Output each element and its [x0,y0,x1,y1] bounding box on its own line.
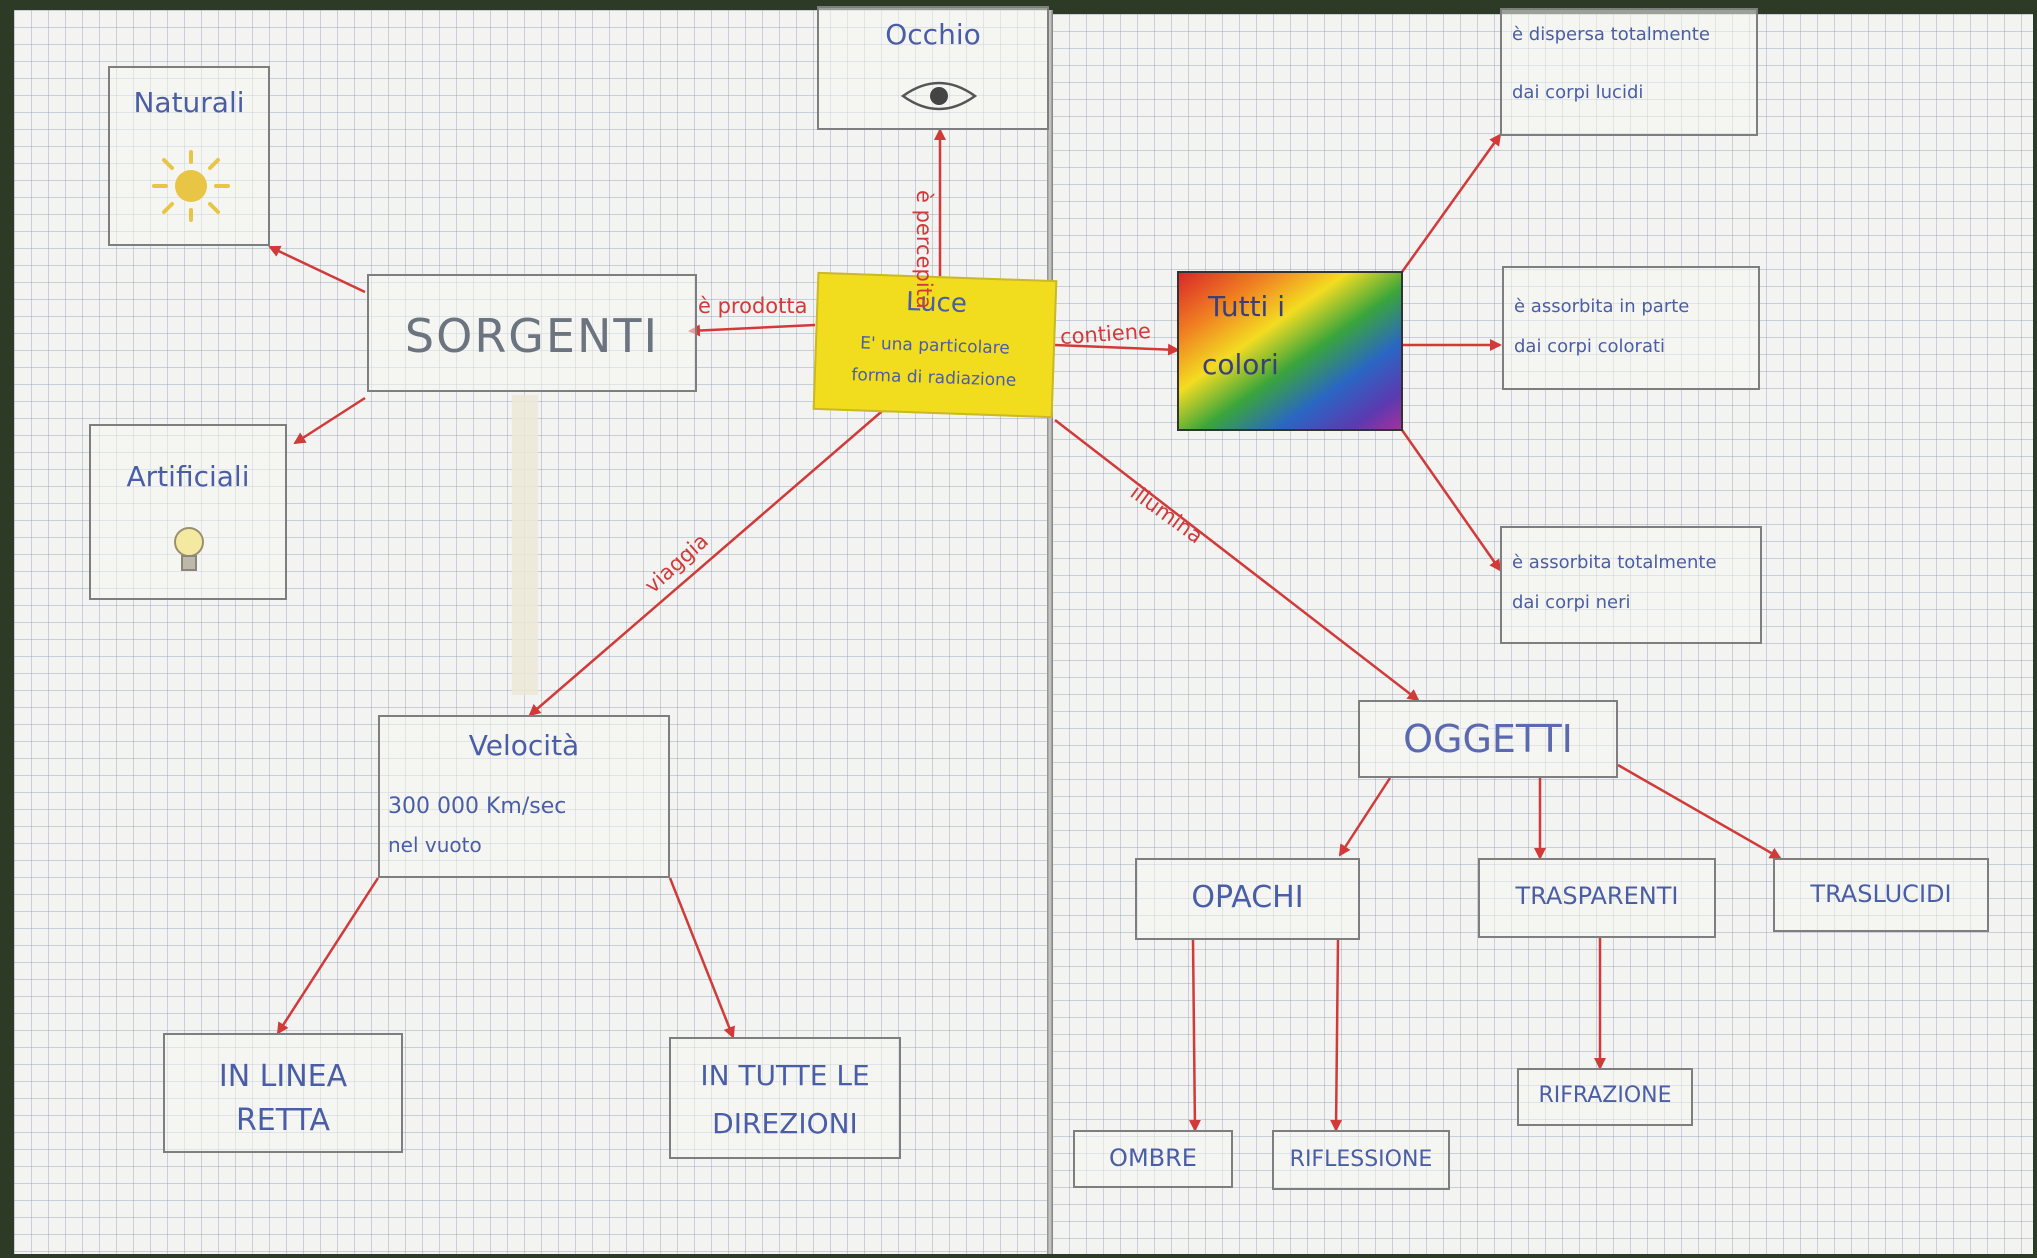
opaque-label: OPACHI [1191,880,1304,915]
arrow-sources-natural [268,245,366,294]
correction-tape-mark [512,395,538,695]
absorption-total-line2: dai corpi lucidi [1512,82,1644,103]
refraction-label: RIFRAZIONE [1538,1083,1672,1108]
right-page [1052,14,2033,1254]
absorption-full-line2: dai corpi neri [1512,592,1631,613]
reflection-label: RIFLESSIONE [1289,1147,1433,1172]
arrow-objects-opaque [1338,777,1392,857]
all-directions-line2: DIREZIONI [712,1107,858,1140]
absorption-full-box: è assorbita totalmente dai corpi neri [1500,526,1762,644]
arrow-objects-translucent [1617,763,1782,860]
light-bulb-icon [174,527,204,571]
sources-title: SORGENTI [404,309,660,363]
natural-label: Naturali [133,86,245,119]
speed-title: Velocità [468,729,580,762]
opaque-box: OPACHI [1135,858,1360,940]
arrow-opaque-reflection [1330,939,1343,1132]
translucent-label: TRASLUCIDI [1810,880,1952,908]
absorption-full-line1: è assorbita totalmente [1512,552,1717,573]
arrow-speed-straight [276,877,380,1035]
speed-box: Velocità 300 000 Km/sec nel vuoto [378,715,670,878]
notebook-spine [1047,10,1053,1254]
edge-label-perceived: è percepita [912,190,936,309]
eye-box: Occhio [817,6,1049,130]
arrow-sources-artificial [293,396,366,445]
colors-line1: Tutti i [1208,290,1286,323]
arrow-speed-all [668,877,735,1039]
rainbow-swatch [1177,271,1403,431]
straight-line2: RETTA [235,1103,331,1138]
arrow-light-colors [1054,343,1180,356]
shadow-box: OMBRE [1073,1130,1233,1188]
sun-icon [152,150,230,222]
absorption-total-line1: è dispersa totalmente [1512,24,1710,45]
refraction-box: RIFRAZIONE [1517,1068,1693,1126]
edge-label-produced: è prodotta [698,294,808,318]
translucent-box: TRASLUCIDI [1773,858,1989,932]
straight-line1: IN LINEA [218,1059,348,1094]
shadow-label: OMBRE [1109,1144,1197,1172]
arrow-light-sources [688,323,816,337]
objects-title: OGGETTI [1403,717,1573,761]
light-desc-line2: forma di radiazione [851,365,1017,391]
transparent-label: TRASPARENTI [1515,882,1679,910]
reflection-box: RIFLESSIONE [1272,1130,1450,1190]
eye-icon [900,81,978,111]
artificial-box: Artificiali [89,424,287,600]
speed-value: 300 000 Km/sec [388,794,567,819]
speed-medium: nel vuoto [388,833,482,857]
eye-label: Occhio [885,18,981,51]
artificial-label: Artificiali [126,460,250,493]
objects-box: OGGETTI [1358,700,1618,778]
all-directions-box: IN TUTTE LE DIREZIONI [669,1037,901,1159]
light-title: Luce [905,286,968,320]
straight-line-box: IN LINEA RETTA [163,1033,403,1153]
absorption-partial-line2: dai corpi colorati [1514,336,1666,357]
absorption-total-box: è dispersa totalmente dai corpi lucidi [1500,8,1758,136]
absorption-partial-box: è assorbita in parte dai corpi colorati [1502,266,1760,390]
arrow-light-speed [528,399,896,717]
arrow-colors-full [1400,429,1502,572]
arrow-opaque-shadow [1188,939,1201,1132]
natural-box: Naturali [108,66,270,246]
arrow-colors-total [1400,133,1502,273]
all-directions-line1: IN TUTTE LE [700,1059,870,1092]
arrow-light-objects [1054,419,1420,702]
light-desc-line1: E' una particolare [859,333,1011,359]
sources-box: SORGENTI [367,274,697,392]
transparent-box: TRASPARENTI [1478,858,1716,938]
colors-line2: colori [1202,348,1279,381]
absorption-partial-line1: è assorbita in parte [1514,296,1690,317]
